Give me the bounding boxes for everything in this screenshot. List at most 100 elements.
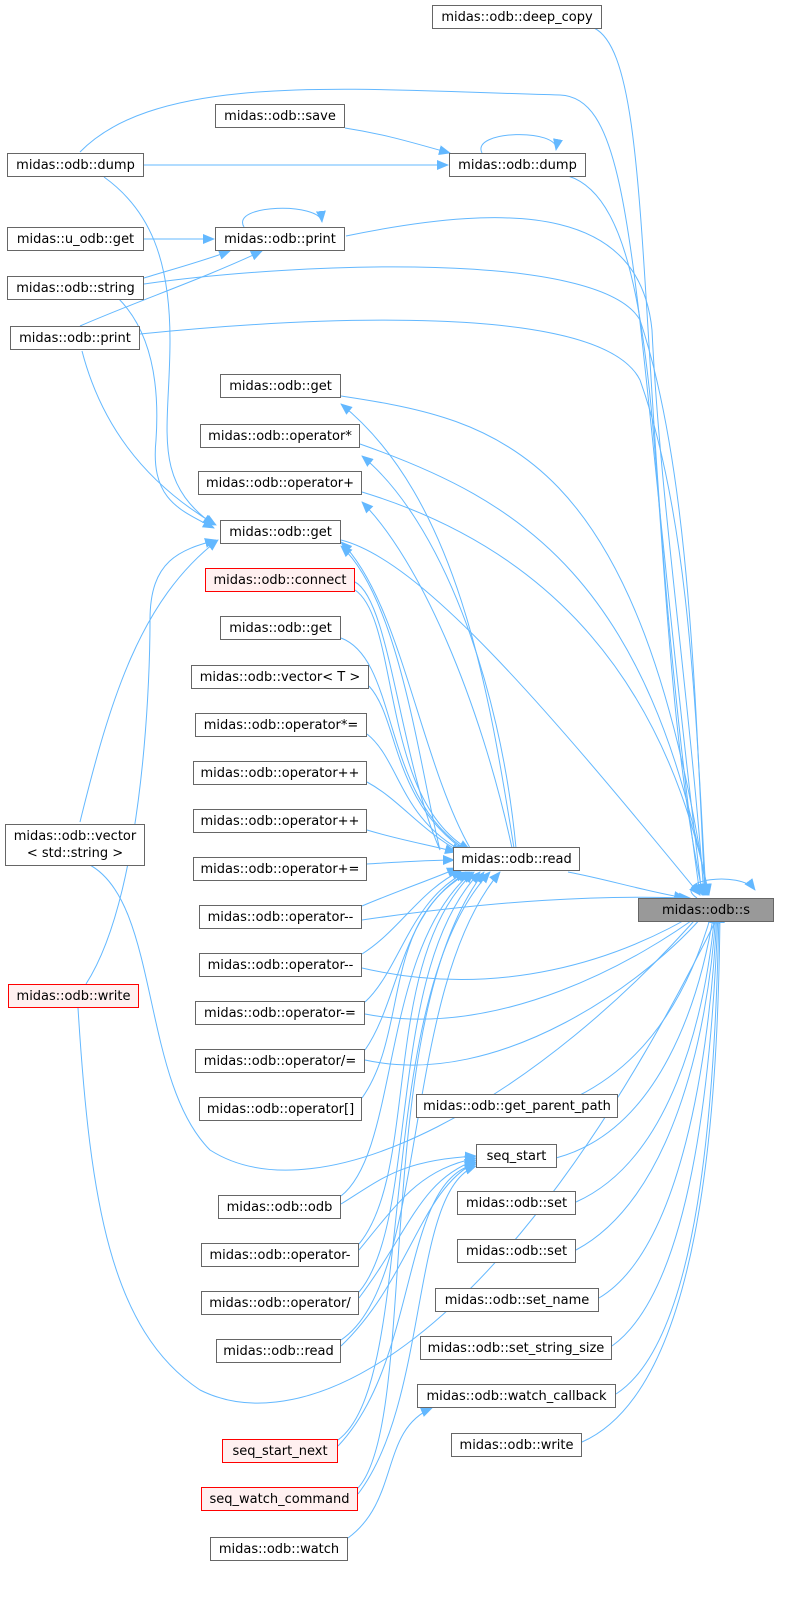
edge-set1 (575, 911, 719, 1203)
edge-read-bottom-seq (340, 1161, 477, 1347)
node-set-string-size[interactable]: midas::odb::set_string_size (420, 1336, 612, 1360)
edge-write-right (581, 911, 725, 1443)
edge-op-dec1-right (361, 892, 691, 921)
node-operator-inc-1[interactable]: midas::odb::operator++ (193, 761, 367, 785)
edge-save-dump (344, 127, 451, 155)
node-operator-plus-eq[interactable]: midas::odb::operator+= (193, 857, 367, 881)
node-operator-dec-1[interactable]: midas::odb::operator-- (199, 905, 362, 929)
node-string[interactable]: midas::odb::string (7, 276, 144, 300)
edge-dump-l-get2 (103, 176, 215, 526)
edge-op-inc2-read (366, 829, 457, 854)
edge-op-index-read (361, 871, 471, 1099)
node-operator-minus[interactable]: midas::odb::operator- (201, 1243, 359, 1267)
edge-op-plus-eq-read (366, 855, 455, 866)
edge-watch-callback (615, 911, 724, 1395)
edge-print-l-print (79, 250, 263, 327)
node-set-1[interactable]: midas::odb::set (457, 1191, 576, 1215)
edge-print-l (139, 319, 711, 896)
node-get-1[interactable]: midas::odb::get (220, 374, 341, 398)
node-seq-start[interactable]: seq_start (476, 1144, 557, 1168)
edge-print-m (345, 217, 709, 896)
node-read-mid[interactable]: midas::odb::read (453, 847, 580, 871)
edge-op-minus-seq (358, 1155, 477, 1251)
edge-op-minus-eq-read (364, 871, 467, 1003)
edge-read-target (567, 871, 686, 901)
edge-self-dump-m (480, 134, 563, 154)
node-read-bottom[interactable]: midas::odb::read (216, 1339, 341, 1363)
node-watch-callback[interactable]: midas::odb::watch_callback (417, 1384, 616, 1408)
node-set-name[interactable]: midas::odb::set_name (435, 1288, 599, 1312)
node-deep-copy[interactable]: midas::odb::deep_copy (432, 5, 602, 29)
node-odb[interactable]: midas::odb::odb (218, 1195, 341, 1219)
edge-watch-callback-in (347, 1407, 433, 1539)
edge-vector-t-read (368, 685, 469, 854)
node-connect[interactable]: midas::odb::connect (205, 568, 355, 592)
node-set-2[interactable]: midas::odb::set (457, 1239, 576, 1263)
edge-self-print-m (242, 207, 326, 228)
node-get-3[interactable]: midas::odb::get (220, 616, 341, 640)
node-seq-start-next[interactable]: seq_start_next (222, 1439, 338, 1463)
node-operator-mul-eq[interactable]: midas::odb::operator*= (195, 713, 367, 737)
edge-deep-copy (593, 27, 704, 896)
edge-string (143, 266, 710, 896)
node-write-left[interactable]: midas::odb::write (8, 984, 139, 1008)
edge-read-op-mul (361, 455, 517, 849)
edge-get1 (340, 395, 711, 896)
edge-op-plus (361, 491, 712, 896)
node-write-right[interactable]: midas::odb::write (451, 1433, 582, 1457)
node-vector-std-string-line2: < std::string > (26, 846, 124, 861)
edge-set2 (575, 911, 721, 1251)
node-target-s: midas::odb::s (638, 898, 774, 922)
edge-vector-string-get2 (79, 539, 219, 823)
edge-read-get2 (340, 541, 471, 849)
edge-op-dec1-read (361, 867, 459, 907)
node-operator-mul[interactable]: midas::odb::operator* (200, 424, 360, 448)
edge-read-bottom-read (340, 871, 501, 1341)
node-get-2[interactable]: midas::odb::get (220, 520, 341, 544)
node-print-mid[interactable]: midas::odb::print (215, 227, 345, 251)
edge-odb-seq (340, 1151, 477, 1205)
edge-dump-l-top (79, 88, 706, 896)
edge-string-print (143, 250, 231, 279)
node-seq-watch-command[interactable]: seq_watch_command (201, 1487, 358, 1511)
node-save[interactable]: midas::odb::save (215, 104, 345, 128)
edge-write-left-get2 (85, 538, 217, 985)
node-vector-t[interactable]: midas::odb::vector< T > (191, 665, 369, 689)
edge-connect-read (354, 589, 471, 851)
edge-seq-watch-seq (357, 1165, 477, 1495)
edge-seq-start (555, 911, 718, 1159)
node-operator-div-eq[interactable]: midas::odb::operator/= (195, 1049, 365, 1073)
node-operator-minus-eq[interactable]: midas::odb::operator-= (195, 1001, 365, 1025)
node-operator-inc-2[interactable]: midas::odb::operator++ (193, 809, 367, 833)
edge-op-minus-eq-right (364, 909, 707, 1020)
node-operator-plus[interactable]: midas::odb::operator+ (198, 471, 362, 495)
edge-write-left-bottom (77, 911, 721, 1404)
edge-seq-start-next-read (337, 871, 491, 1441)
node-watch[interactable]: midas::odb::watch (210, 1537, 348, 1561)
edge-print-l-get2 (81, 350, 217, 526)
node-operator-index[interactable]: midas::odb::operator[] (199, 1097, 362, 1121)
node-dump-left[interactable]: midas::odb::dump (7, 153, 144, 177)
edge-set-string-size (611, 911, 723, 1347)
edge-dump-m (567, 175, 706, 896)
edge-get3-read (340, 637, 471, 853)
edge-op-mul (359, 443, 711, 896)
node-dump-mid[interactable]: midas::odb::dump (449, 153, 586, 177)
edge-op-minus-read (358, 871, 475, 1245)
edge-op-dec2-right (361, 909, 703, 980)
edge-odb-read (340, 871, 473, 1197)
edge-op-div-read (358, 871, 481, 1293)
edge-seq-start-next-seq (337, 1161, 477, 1447)
node-vector-std-string[interactable]: midas::odb::vector < std::string > (5, 824, 145, 866)
node-operator-div[interactable]: midas::odb::operator/ (201, 1291, 359, 1315)
edge-set-name (598, 911, 722, 1299)
node-get-parent-path[interactable]: midas::odb::get_parent_path (416, 1094, 618, 1118)
edge-vector-string (87, 863, 709, 1171)
node-vector-std-string-line1: midas::odb::vector (13, 829, 137, 844)
node-operator-dec-2[interactable]: midas::odb::operator-- (199, 953, 362, 977)
edge-op-dec2-read (361, 869, 463, 955)
edge-op-div-eq-right (364, 909, 709, 1066)
node-u-odb-get[interactable]: midas::u_odb::get (7, 227, 144, 251)
node-print-left[interactable]: midas::odb::print (10, 326, 140, 350)
